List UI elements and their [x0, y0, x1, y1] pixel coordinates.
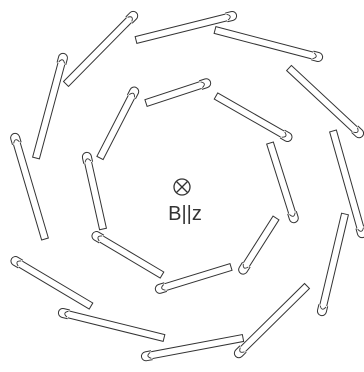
rod: [57, 308, 165, 343]
rod-body: [287, 65, 363, 137]
rod: [145, 78, 212, 108]
rod: [266, 142, 300, 224]
rod-body: [11, 135, 48, 240]
rod-body: [97, 88, 138, 159]
rod: [232, 283, 310, 360]
rod-body: [214, 27, 321, 61]
rod-cap: [57, 308, 69, 319]
rod-body: [157, 264, 232, 293]
rod-cap: [317, 304, 328, 316]
rod: [32, 52, 69, 159]
rod-body: [83, 154, 106, 230]
rod-cap: [81, 152, 92, 164]
field-into-page-icon: [174, 179, 190, 195]
rod: [96, 85, 140, 160]
field-direction-label: B||z: [168, 203, 202, 225]
rod-cap: [311, 51, 323, 62]
rod-body: [145, 79, 209, 106]
rod-body: [318, 213, 348, 314]
rod-body: [214, 93, 291, 141]
rod: [214, 92, 294, 143]
rod: [135, 11, 238, 45]
rod-body: [93, 232, 164, 278]
rod-body: [12, 257, 93, 309]
rod-body: [64, 12, 138, 86]
rod: [9, 255, 93, 310]
rod-body: [60, 309, 165, 341]
rod: [10, 132, 50, 240]
rod: [286, 65, 364, 140]
rod: [237, 216, 280, 276]
rod: [81, 152, 107, 230]
rod: [154, 263, 232, 295]
rod: [90, 230, 164, 279]
rod: [214, 26, 324, 63]
rod-cap: [141, 351, 153, 362]
rod-body: [33, 55, 67, 159]
rod-group: [9, 9, 364, 361]
rod: [63, 9, 140, 87]
rod: [317, 213, 350, 317]
rod-body: [267, 142, 298, 221]
rod-cap: [225, 11, 237, 22]
rod-body: [235, 284, 309, 358]
